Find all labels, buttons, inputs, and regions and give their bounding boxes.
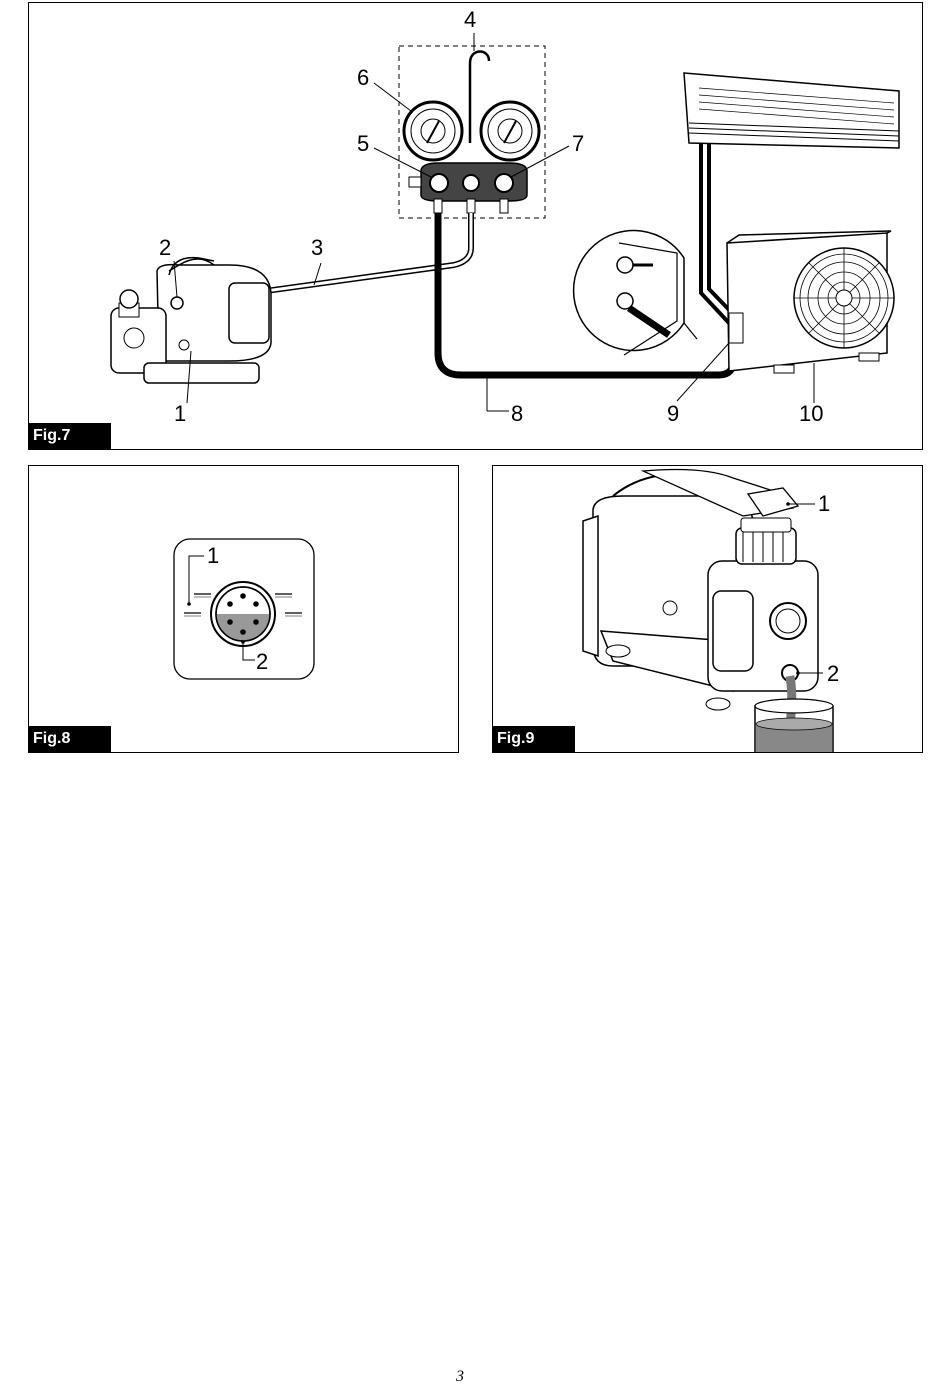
figure-9: 1 2 Fig.9 [492,465,923,753]
oil-drain-icon [493,466,923,753]
fig7-callout-6: 6 [357,67,369,89]
fig7-callout-10: 10 [799,403,823,425]
fig7-callout-3: 3 [311,237,323,259]
fig9-callout-2: 2 [827,663,839,685]
fig8-label: Fig.8 [29,726,111,752]
vacuum-pump-icon [111,258,271,383]
indoor-unit-icon [684,73,899,148]
service-valve-detail-icon [574,231,697,356]
fig7-callout-7: 7 [572,133,584,155]
fig7-label: Fig.7 [29,423,111,449]
fig7-callout-2: 2 [159,237,171,259]
fig7-callout-1: 1 [174,403,186,425]
oil-sight-glass-icon [29,466,459,753]
figure-8: 1 2 Fig.8 [28,465,459,753]
outdoor-unit-icon [727,231,894,373]
fig9-label: Fig.9 [493,726,575,752]
fig7-callout-5: 5 [357,133,369,155]
figure-7: 1 2 3 4 5 6 7 8 9 10 Fig.7 [28,2,923,450]
fig7-illustration [29,3,923,450]
fig8-callout-2: 2 [256,651,268,673]
fig8-callout-1: 1 [207,545,219,567]
fig7-callout-4: 4 [464,9,476,31]
fig9-callout-1: 1 [818,493,830,515]
page-number: 3 [456,1368,464,1386]
fig7-callout-9: 9 [667,403,679,425]
fig7-callout-8: 8 [511,403,523,425]
